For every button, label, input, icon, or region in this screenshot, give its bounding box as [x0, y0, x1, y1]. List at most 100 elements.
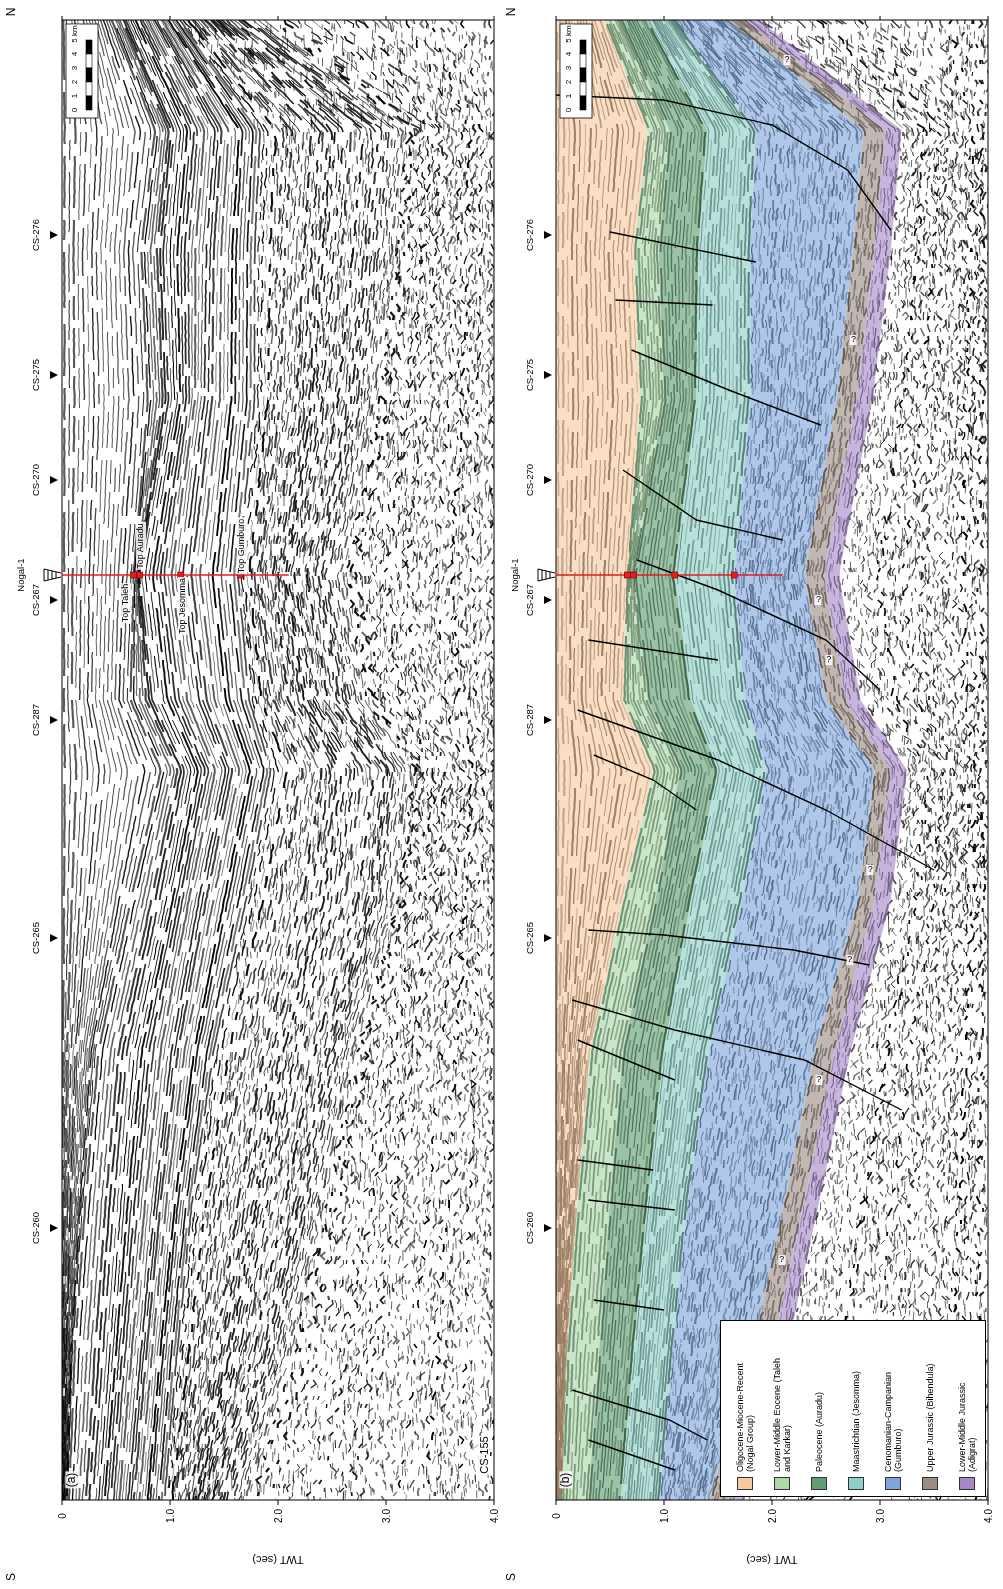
legend-text: Cenomanian-Campanian (Gumburo): [883, 1354, 904, 1472]
scale-bar-segment: [86, 96, 92, 110]
label: 2.0: [767, 1508, 778, 1524]
label: ?: [867, 865, 874, 875]
label: 0: [565, 107, 574, 113]
fault-line: [610, 232, 756, 262]
label: N: [5, 7, 18, 18]
axis-tick: [278, 1500, 279, 1505]
scale-bar-segment: [580, 96, 586, 110]
line-tie-marker: [544, 1224, 552, 1232]
label: CS-287: [31, 703, 41, 737]
line-tie-marker: [544, 371, 552, 379]
axis-tick: [988, 16, 989, 20]
label: TWT (sec): [251, 1554, 304, 1566]
axis-tick: [880, 16, 881, 20]
legend-swatch: [811, 1477, 827, 1490]
label: 4.0: [489, 1508, 500, 1524]
line-tie-marker: [50, 476, 58, 484]
axis-tick: [772, 16, 773, 20]
scale-bar-segment: [580, 68, 586, 82]
label: 4: [71, 51, 80, 57]
formation-top-marker: [137, 572, 143, 578]
fault-line: [632, 350, 821, 425]
axis-tick: [880, 1500, 881, 1505]
label: S: [505, 1572, 518, 1582]
label: 0: [551, 1512, 562, 1520]
legend-swatch: [774, 1477, 790, 1490]
scale-bar-segment: [580, 54, 586, 68]
label: CS-275: [31, 358, 41, 392]
line-tie-marker: [50, 716, 58, 724]
label: N: [505, 7, 518, 18]
fault-line: [594, 1300, 664, 1310]
label: CS-287: [525, 703, 535, 737]
fault-line: [578, 710, 934, 870]
line-tie-marker: [50, 1224, 58, 1232]
label: CS-267: [525, 583, 535, 617]
label: ?: [850, 335, 857, 345]
scale-bar-segment: [86, 40, 92, 54]
fault-line: [588, 1440, 674, 1470]
label: CS-275: [525, 358, 535, 392]
label: 1: [71, 93, 80, 99]
label: CS-267: [31, 583, 41, 617]
stratigraphic-band: [660, 20, 875, 1500]
well-symbol: [538, 569, 555, 581]
legend-text: Lower-Middle Jurassic (Adigrat): [957, 1354, 978, 1472]
label: 5 km: [71, 24, 80, 43]
fault-line: [594, 755, 697, 810]
line-tie-marker: [544, 716, 552, 724]
scale-box: [66, 24, 98, 118]
axis-tick: [386, 16, 387, 20]
axis-tick: [62, 16, 63, 20]
label: 0: [71, 107, 80, 113]
legend-swatch: [885, 1477, 901, 1490]
fault-line: [578, 1040, 675, 1080]
label: CS-270: [525, 463, 535, 497]
label: CS-260: [31, 1211, 41, 1245]
well-trace: [62, 574, 289, 576]
axis-tick: [556, 1500, 557, 1505]
axis-tick: [556, 16, 557, 20]
label: ?: [778, 1255, 785, 1265]
scale-bar-segment: [86, 82, 92, 96]
formation-top-marker: [731, 572, 737, 578]
label: ?: [846, 955, 853, 965]
label: 2: [71, 79, 80, 85]
label: 1.0: [165, 1508, 176, 1524]
legend-text: Maastrichtian (Jesomma): [851, 1354, 861, 1472]
label: 3.0: [875, 1508, 886, 1524]
fault-line: [588, 1200, 674, 1210]
label: S: [5, 1572, 18, 1582]
label: 3: [71, 65, 80, 71]
label: ?: [815, 595, 822, 605]
line-tie-marker: [544, 934, 552, 942]
scale-bar-segment: [86, 68, 92, 82]
label: CS-265: [525, 921, 535, 955]
label: CS-276: [31, 218, 41, 252]
axis-tick: [494, 1500, 495, 1505]
well-trace: [556, 574, 783, 576]
legend-text: Upper Jurassic (Bihendula): [925, 1354, 935, 1472]
label: 1.0: [659, 1508, 670, 1524]
label: ?: [825, 655, 832, 665]
line-tie-marker: [50, 371, 58, 379]
formation-top-marker: [631, 572, 637, 578]
legend-text: Paleocene (Auradu): [814, 1354, 824, 1472]
line-tie-marker: [50, 934, 58, 942]
label: (a): [65, 1472, 78, 1489]
legend-swatch: [922, 1477, 938, 1490]
axis-tick: [62, 1500, 63, 1505]
label: (b): [559, 1472, 572, 1489]
legend-swatch: [737, 1477, 753, 1490]
axis-tick: [170, 16, 171, 20]
fault-line: [615, 300, 712, 305]
label: Top Taleh: [121, 583, 131, 623]
legend-text: Oligocene-Miocene-Recent (Nogal Group): [735, 1354, 756, 1472]
label: CS-260: [525, 1211, 535, 1245]
label: ?: [815, 1075, 822, 1085]
axis-tick: [278, 16, 279, 20]
fault-line: [637, 560, 880, 690]
fault-line: [572, 1390, 707, 1440]
label: 3.0: [381, 1508, 392, 1524]
